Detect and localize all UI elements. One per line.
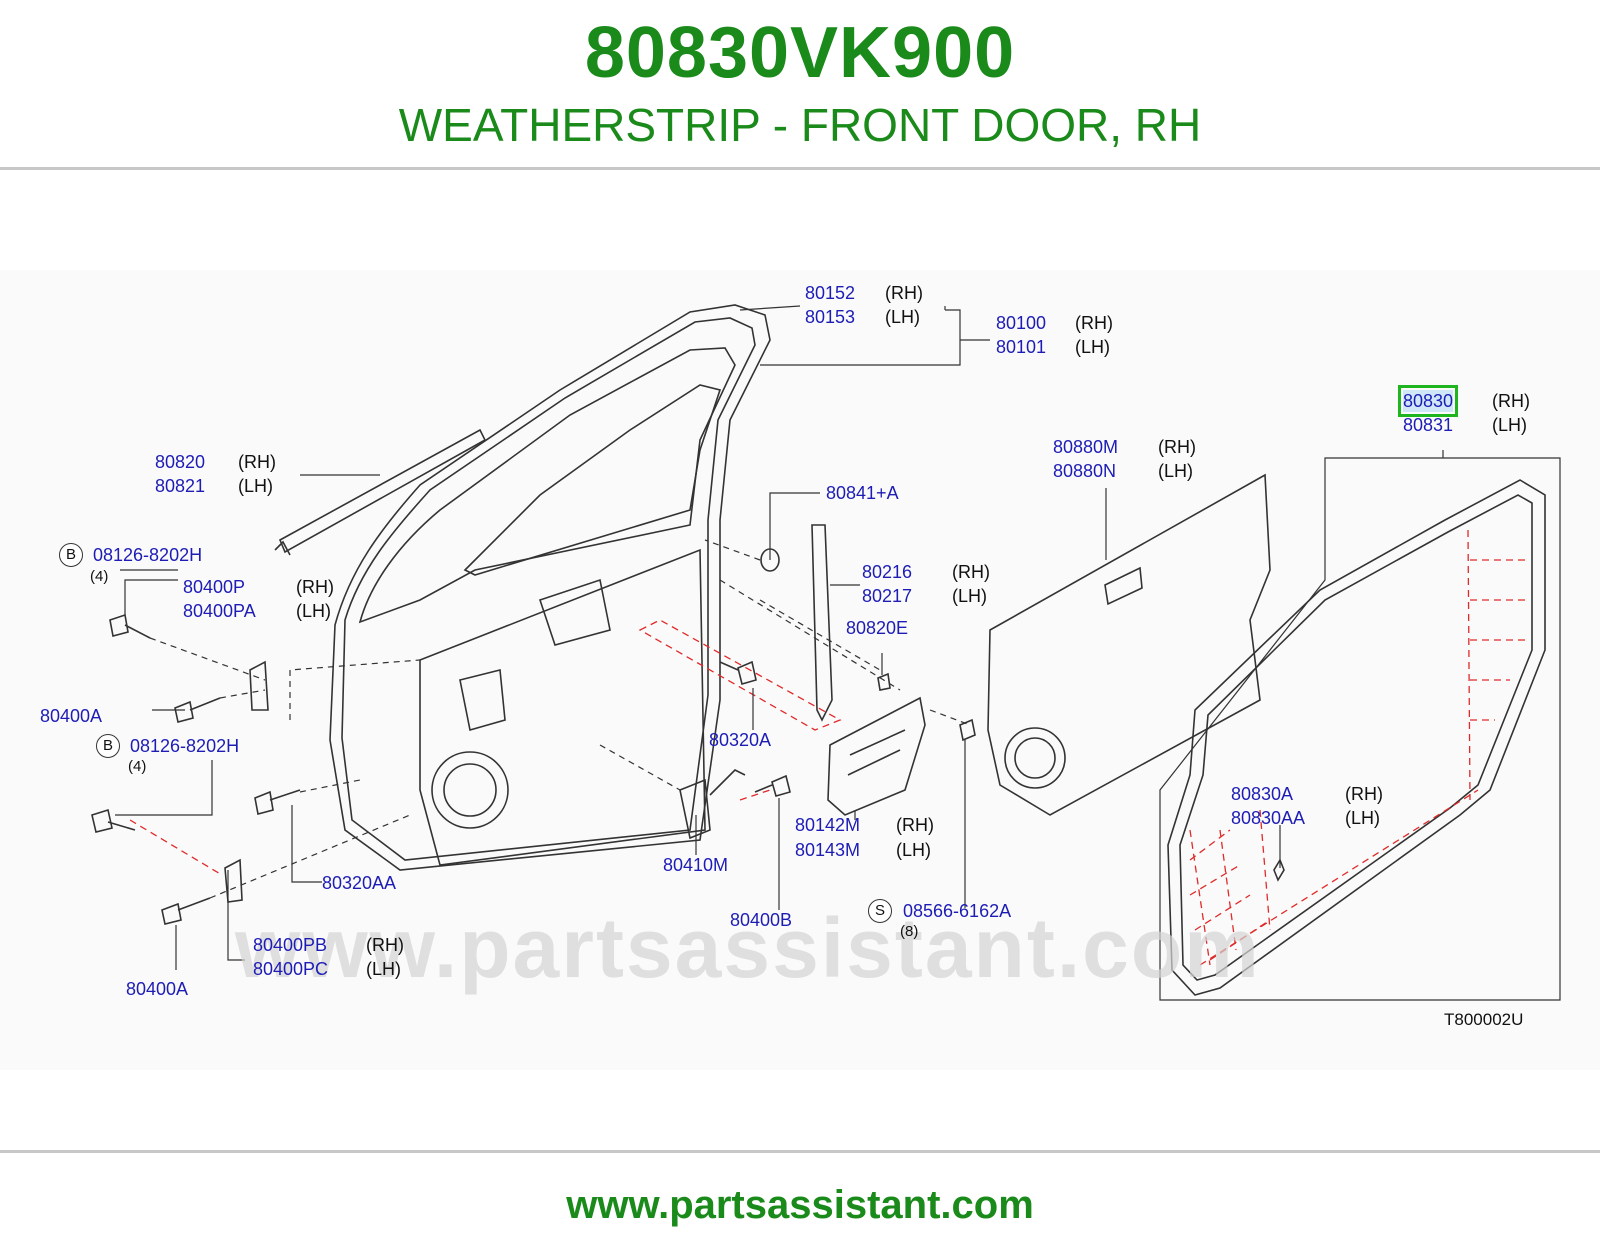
side-80400PA: (LH) (296, 601, 331, 621)
side-80100: (RH) (1075, 313, 1113, 333)
window-opening (463, 384, 722, 576)
label-80400B[interactable]: 80400B (730, 910, 793, 930)
label-80400PC[interactable]: 80400PC (253, 959, 329, 979)
part-number-title: 80830VK900 (584, 13, 1016, 93)
label-80153[interactable]: 80153 (805, 307, 856, 327)
side-80153: (LH) (885, 307, 920, 327)
side-80880N: (LH) (1158, 461, 1193, 481)
weatherstrip-80830 (1167, 479, 1546, 996)
label-80400PB[interactable]: 80400PB (253, 935, 328, 955)
label-80400P[interactable]: 80400P (183, 577, 246, 597)
side-80820: (RH) (238, 452, 276, 472)
upper-hinge (249, 660, 269, 711)
side-80400P: (RH) (296, 577, 334, 597)
label-80217[interactable]: 80217 (862, 586, 913, 606)
label-80400PA[interactable]: 80400PA (183, 601, 256, 621)
side-80101: (LH) (1075, 337, 1110, 357)
side-80152: (RH) (885, 283, 923, 303)
label-80142M[interactable]: 80142M (795, 815, 861, 835)
door-check-link (827, 696, 926, 816)
marker-b-lower: B (96, 734, 120, 758)
label-80880M[interactable]: 80880M (1053, 437, 1119, 457)
label-08126-upper[interactable]: 08126-8202H (93, 545, 203, 565)
label-80831[interactable]: 80831 (1403, 415, 1454, 435)
footer-site-link[interactable]: www.partsassistant.com (566, 1183, 1034, 1227)
inner-panel (419, 548, 706, 866)
label-80320AA[interactable]: 80320AA (322, 873, 397, 893)
label-80100[interactable]: 80100 (996, 313, 1047, 333)
label-80216[interactable]: 80216 (862, 562, 913, 582)
label-80400A-lower[interactable]: 80400A (126, 979, 189, 999)
label-80830A[interactable]: 80830A (1231, 784, 1294, 804)
side-80831: (LH) (1492, 415, 1527, 435)
lower-hinge (224, 858, 243, 903)
watermark: www.partsassistant.com (235, 901, 1261, 995)
bolts (91, 613, 976, 925)
qty-08126-lower: (4) (128, 758, 147, 775)
label-80821[interactable]: 80821 (155, 476, 206, 496)
part-name-subtitle: WEATHERSTRIP - FRONT DOOR, RH (398, 99, 1202, 151)
qty-08566: (8) (900, 923, 919, 940)
diagram-ref-code: T800002U (1444, 1010, 1524, 1029)
side-80400PC: (LH) (366, 959, 401, 979)
marker-s: S (868, 899, 892, 923)
belt-moulding (278, 428, 487, 554)
side-80217: (LH) (952, 586, 987, 606)
label-80101[interactable]: 80101 (996, 337, 1047, 357)
header-divider (0, 167, 1600, 170)
label-80143M[interactable]: 80143M (795, 840, 861, 860)
door-trim-panel (987, 473, 1271, 816)
marker-b-upper: B (59, 543, 83, 567)
parts-diagram: www.partsassistant.com 80152 (RH) 80153 … (0, 270, 1600, 1070)
side-80830A: (RH) (1345, 784, 1383, 804)
side-80142M: (RH) (896, 815, 934, 835)
label-80830-highlighted[interactable]: 80830 (1397, 385, 1459, 417)
label-80400A-upper[interactable]: 80400A (40, 706, 103, 726)
door-sash (811, 524, 833, 722)
label-80410M[interactable]: 80410M (663, 855, 729, 875)
side-80821: (LH) (238, 476, 273, 496)
footer-divider (0, 1150, 1600, 1153)
side-80830: (RH) (1492, 391, 1530, 411)
qty-08126-upper: (4) (90, 568, 109, 585)
side-80880M: (RH) (1158, 437, 1196, 457)
diagram-drawing (91, 304, 1561, 1001)
label-80320A[interactable]: 80320A (709, 730, 772, 750)
side-80143M: (LH) (896, 840, 931, 860)
label-80841A[interactable]: 80841+A (826, 483, 899, 503)
side-80216: (RH) (952, 562, 990, 582)
door-frame (329, 304, 771, 871)
label-08566[interactable]: 08566-6162A (903, 901, 1012, 921)
side-80830AA: (LH) (1345, 808, 1380, 828)
label-80830AA[interactable]: 80830AA (1231, 808, 1306, 828)
door-latch (679, 769, 746, 840)
side-80400PB: (RH) (366, 935, 404, 955)
label-80820E[interactable]: 80820E (846, 618, 909, 638)
label-80152[interactable]: 80152 (805, 283, 856, 303)
label-80880N[interactable]: 80880N (1053, 461, 1117, 481)
label-80820[interactable]: 80820 (155, 452, 206, 472)
label-08126-lower[interactable]: 08126-8202H (130, 736, 240, 756)
